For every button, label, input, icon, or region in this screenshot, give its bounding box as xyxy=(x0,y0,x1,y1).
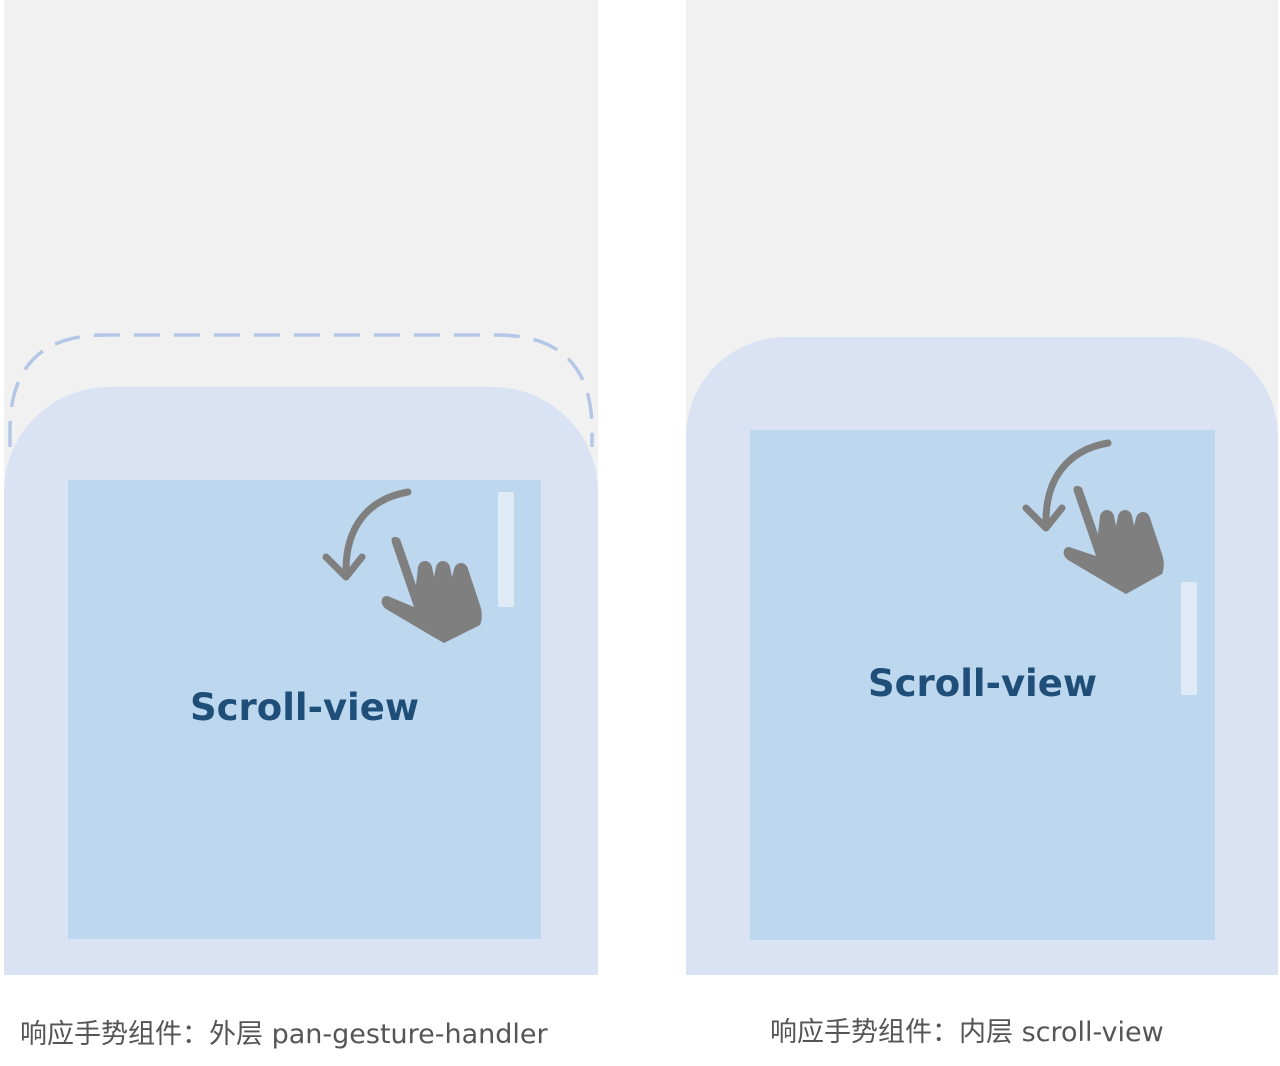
curved-arrow-icon xyxy=(1022,439,1112,532)
right-scroll-view-label: Scroll-view xyxy=(867,662,1098,705)
left-caption: 响应手势组件：外层 pan-gesture-handler xyxy=(20,1019,548,1050)
pointing-hand-icon xyxy=(1063,485,1164,594)
right-scrollbar[interactable] xyxy=(1181,582,1197,695)
right-sheet[interactable]: Scroll-view xyxy=(686,337,1278,975)
left-scroll-view-label: Scroll-view xyxy=(189,686,420,729)
original-position-dashed-outline xyxy=(8,333,594,447)
right-gesture-group xyxy=(1022,439,1164,594)
left-sheet[interactable]: Scroll-view xyxy=(4,387,598,975)
left-scrollbar[interactable] xyxy=(498,492,514,607)
pointing-hand-icon xyxy=(381,536,482,643)
left-scroll-view[interactable]: Scroll-view xyxy=(68,480,541,939)
left-gesture-group xyxy=(322,488,482,643)
curved-arrow-icon xyxy=(322,488,412,581)
right-caption: 响应手势组件：内层 scroll-view xyxy=(770,1017,1164,1048)
